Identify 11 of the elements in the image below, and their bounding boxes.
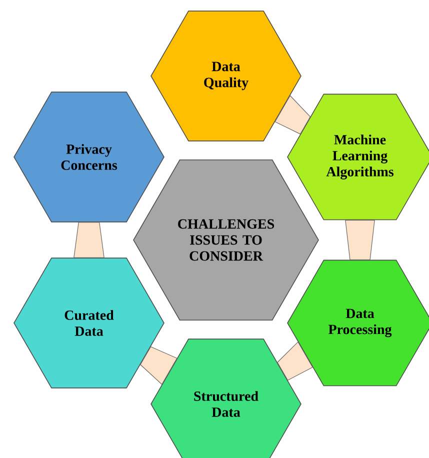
connector-band <box>274 95 311 134</box>
hexagon: CHALLENGES ISSUES TO CONSIDER <box>133 159 319 320</box>
connector-band <box>74 222 104 258</box>
connector-band <box>140 346 178 385</box>
hexagon: Data Quality <box>150 10 302 142</box>
connector-band <box>345 220 375 260</box>
hexagon: Privacy Concerns <box>14 92 164 222</box>
hexagon: Data Processing <box>287 260 429 386</box>
hexagon: Machine Learning Algorithms <box>287 94 429 220</box>
hexagon: Structured Data <box>150 338 302 458</box>
hexagon: Curated Data <box>14 258 164 388</box>
